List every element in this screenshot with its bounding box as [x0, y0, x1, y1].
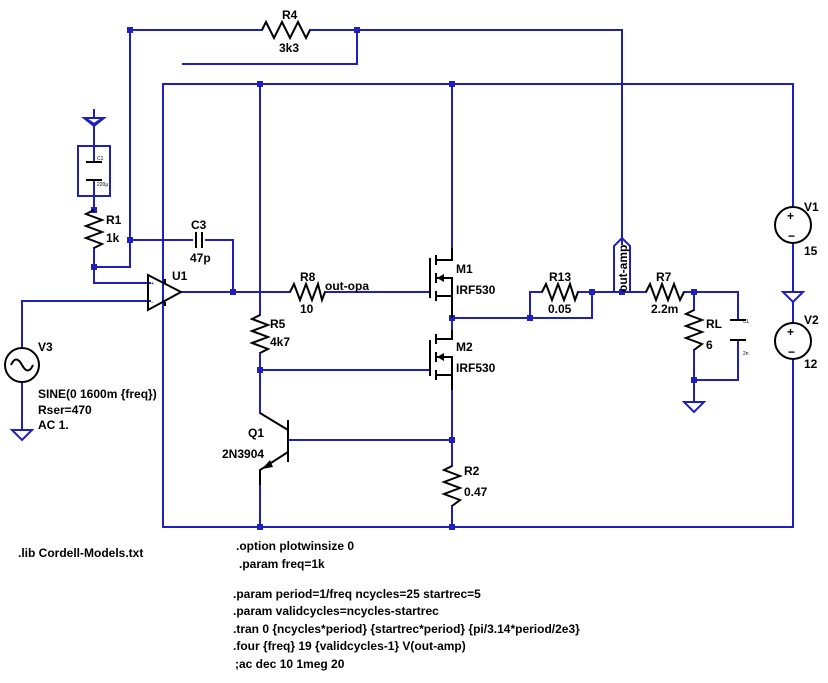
v2-label: V2: [804, 313, 819, 327]
r8-label: R8: [300, 270, 316, 284]
net-label-out-opa: out-opa: [325, 279, 369, 293]
r7-value: 2.2m: [651, 302, 678, 316]
directive-tran[interactable]: .tran 0 {ncycles*period} {startrec*perio…: [233, 622, 580, 636]
resistor-r4[interactable]: R4 3k3: [261, 8, 311, 55]
v2-minus: −: [788, 345, 795, 359]
r2-value: 0.47: [464, 485, 488, 499]
voltage-source-v2[interactable]: + − V2 12: [774, 313, 819, 371]
capacitor-c1[interactable]: C1 220µ: [86, 156, 108, 188]
net-label-out-amp: out-amp: [616, 245, 630, 292]
ground-symbol-rl: [681, 401, 707, 414]
v1-minus: −: [788, 229, 795, 243]
c3-label: C3: [191, 218, 207, 232]
directive-param-valid[interactable]: .param validcycles=ncycles-startrec: [233, 604, 439, 618]
resistor-r13[interactable]: R13 0.05: [541, 270, 579, 316]
mosfet-m2[interactable]: M2 IRF530: [429, 330, 496, 390]
m1-value: IRF530: [456, 283, 496, 297]
wires: [21, 29, 794, 528]
net-flag-out-amp: out-amp: [613, 236, 631, 293]
c3-value: 47p: [190, 251, 211, 265]
ground-symbol-c1: [81, 109, 107, 128]
v1-plus: +: [787, 209, 794, 223]
r5-value: 4k7: [270, 335, 290, 349]
capacitor-c3[interactable]: C3 47p: [190, 218, 211, 265]
r8-value: 10: [300, 302, 314, 316]
opamp-plus-sign: +: [151, 281, 154, 287]
r4-value: 3k3: [279, 41, 299, 55]
directive-option[interactable]: .option plotwinsize 0: [236, 539, 354, 553]
directive-four[interactable]: .four {freq} 19 {validcycles-1} V(out-am…: [233, 639, 466, 653]
q1-label: Q1: [248, 426, 264, 440]
ground-symbol-v3: [9, 429, 35, 442]
v3-label: V3: [38, 340, 53, 354]
r13-label: R13: [549, 270, 571, 284]
v1-label: V1: [804, 200, 819, 214]
m1-label: M1: [456, 262, 473, 276]
r13-value: 0.05: [548, 302, 572, 316]
cl-value: 2n: [743, 351, 749, 357]
opamp-minus-sign: −: [151, 300, 154, 306]
m2-value: IRF530: [456, 361, 496, 375]
directive-lib[interactable]: .lib Cordell-Models.txt: [18, 546, 143, 560]
v2-plus: +: [787, 325, 794, 339]
v3-value-line1: SINE(0 1600m {freq}): [38, 387, 157, 401]
ground-symbol-v1v2: [780, 291, 806, 304]
resistor-r5[interactable]: R5 4k7: [249, 314, 290, 354]
capacitor-cl[interactable]: CL 2n: [730, 319, 750, 357]
transistor-q1[interactable]: Q1 2N3904: [222, 412, 289, 485]
q1-value: 2N3904: [222, 447, 264, 461]
voltage-source-v1[interactable]: + − V1 15: [774, 200, 819, 258]
voltage-source-v3[interactable]: V3 SINE(0 1600m {freq}) Rser=470 AC 1.: [4, 340, 157, 432]
rl-label: RL: [706, 317, 722, 331]
c1-label: C1: [97, 156, 104, 162]
r1-label: R1: [106, 213, 122, 227]
spice-directives: .lib Cordell-Models.txt .option plotwins…: [18, 539, 580, 671]
cl-label: CL: [743, 319, 750, 325]
r7-label: R7: [656, 270, 672, 284]
u1-label: U1: [172, 269, 188, 283]
v3-value-line3: AC 1.: [38, 418, 69, 432]
directive-ac[interactable]: ;ac dec 10 1meg 20: [235, 657, 345, 671]
r1-value: 1k: [106, 231, 120, 245]
opamp-u1[interactable]: + − U1: [147, 269, 188, 312]
mosfet-m1[interactable]: M1 IRF530: [429, 248, 496, 318]
resistor-r1[interactable]: R1 1k: [83, 209, 122, 249]
directive-param-freq[interactable]: .param freq=1k: [239, 557, 325, 571]
c1-value: 220µ: [97, 182, 108, 188]
resistor-r2[interactable]: R2 0.47: [441, 464, 488, 507]
rl-value: 6: [706, 338, 713, 352]
resistor-r8[interactable]: R8 10 out-opa: [289, 270, 369, 316]
v3-value-line2: Rser=470: [38, 403, 92, 417]
v2-value: 12: [804, 357, 818, 371]
r4-label: R4: [282, 8, 298, 22]
directive-param-period[interactable]: .param period=1/freq ncycles=25 startrec…: [233, 587, 481, 601]
resistor-rl[interactable]: RL 6: [683, 309, 722, 352]
m2-label: M2: [456, 340, 473, 354]
resistor-r7[interactable]: R7 2.2m: [645, 270, 685, 316]
r5-label: R5: [270, 317, 286, 331]
r2-label: R2: [464, 464, 480, 478]
v1-value: 15: [804, 244, 818, 258]
